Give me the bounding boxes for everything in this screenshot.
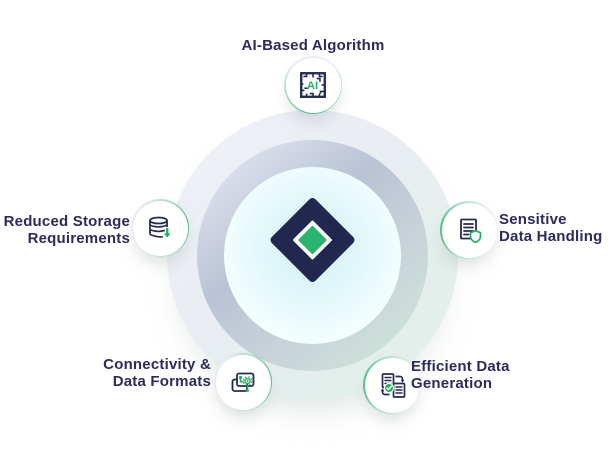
label-reduced-storage-requirements: Reduced Storage Requirements	[4, 213, 130, 247]
label-efficient-data-generation: Efficient Data Generation	[411, 358, 510, 392]
label-line: Generation	[411, 375, 493, 392]
node-circle	[364, 357, 420, 413]
node-reduced-storage-requirements	[131, 199, 189, 257]
label-line: Reduced Storage	[3, 213, 130, 230]
label-line: Sensitive	[499, 211, 567, 228]
document-sync-check-icon	[380, 373, 406, 398]
database-download-icon	[149, 216, 173, 240]
ai-chip-icon: AI	[300, 72, 326, 98]
document-shield-icon	[460, 218, 482, 244]
node-ai-based-algorithm: AI	[284, 56, 342, 114]
center-diamond-logo	[270, 198, 355, 282]
node-efficient-data-generation	[363, 356, 421, 414]
label-sensitive-data-handling: Sensitive Data Handling	[499, 211, 602, 245]
label-ai-based-algorithm: AI-Based Algorithm	[241, 37, 384, 54]
node-circle	[132, 200, 188, 256]
label-line: Connectivity &	[103, 356, 211, 373]
node-sensitive-data-handling	[440, 201, 498, 259]
device-network-gear-icon	[231, 372, 255, 392]
node-connectivity-data-formats	[214, 353, 272, 411]
node-circle	[441, 202, 497, 258]
label-line: Requirements	[27, 230, 130, 247]
label-line: Efficient Data	[411, 358, 510, 375]
label-connectivity-data-formats: Connectivity & Data Formats	[103, 356, 211, 390]
node-circle	[215, 354, 271, 410]
label-line: Data Formats	[112, 373, 211, 390]
label-line: AI-Based Algorithm	[241, 37, 385, 54]
label-line: Data Handling	[499, 228, 603, 245]
node-circle: AI	[285, 57, 341, 113]
ai-chip-label: AI	[307, 80, 318, 92]
